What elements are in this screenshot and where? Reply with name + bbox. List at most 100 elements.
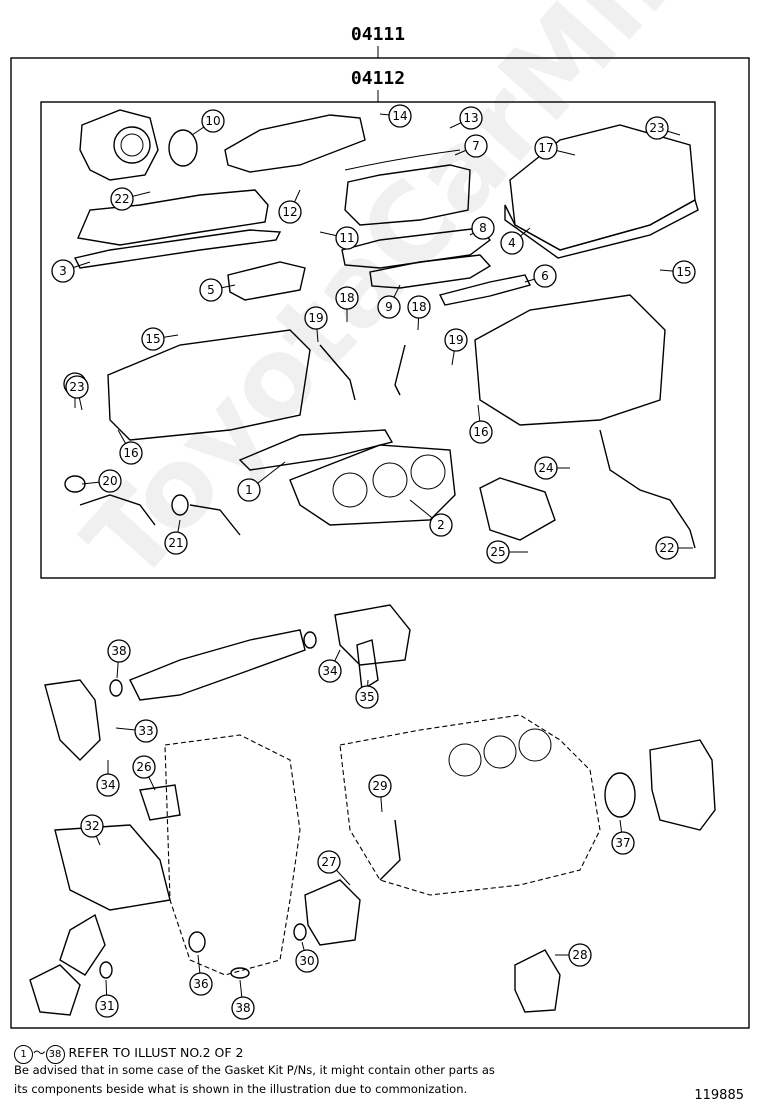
callout-label: 36 xyxy=(193,977,208,991)
callout-10: 10 xyxy=(191,109,225,136)
footer-refer-line: 1～38 REFER TO ILLUST NO.2 OF 2 xyxy=(14,1042,244,1064)
water-inlet-drawing xyxy=(44,679,101,761)
valve-left-drawing xyxy=(319,344,356,401)
callout-label: 35 xyxy=(359,690,374,704)
callout-label: 30 xyxy=(299,954,314,968)
callout-31: 31 xyxy=(95,979,119,1018)
callout-label: 27 xyxy=(321,855,336,869)
oil-pump-drawing xyxy=(304,879,361,946)
callout-17: 17 xyxy=(534,136,576,160)
callout-label: 21 xyxy=(168,536,183,550)
oil-filter-drawing xyxy=(59,913,106,976)
callout-markers: 1234567891011121314151516161718181919202… xyxy=(51,104,696,1020)
callout-label: 23 xyxy=(69,380,84,394)
callout-label: 14 xyxy=(392,109,407,123)
callout-label: 28 xyxy=(572,948,587,962)
callout-14: 14 xyxy=(379,104,412,128)
footer-note-line-2: its components beside what is shown in t… xyxy=(14,1082,468,1096)
callout-label: 16 xyxy=(123,446,138,460)
callout-29: 29 xyxy=(368,774,392,813)
callout-circle xyxy=(295,949,319,973)
callout-circle xyxy=(119,441,143,465)
callout-label: 8 xyxy=(479,221,487,235)
callout-34: 34 xyxy=(318,649,342,683)
head-gasket-1-drawing xyxy=(238,429,394,471)
gasket-20-b-drawing xyxy=(171,494,189,516)
callout-circle xyxy=(534,136,558,160)
kit-number-label: 04111 xyxy=(351,24,405,45)
gasket-37-drawing xyxy=(230,967,250,979)
callout-7: 7 xyxy=(454,134,488,158)
callout-15: 15 xyxy=(141,327,179,351)
callout-circle xyxy=(95,994,119,1018)
throttle-gasket-drawing xyxy=(168,129,198,167)
rear-oil-seal-36-drawing xyxy=(604,772,636,818)
intake-plenum-drawing xyxy=(344,164,471,226)
callout-16: 16 xyxy=(469,404,493,444)
range-separator: ～ xyxy=(33,1045,46,1060)
sub-kit-frame xyxy=(40,101,716,579)
callout-16: 16 xyxy=(117,429,143,465)
callout-label: 34 xyxy=(100,778,115,792)
callout-36: 36 xyxy=(189,954,213,996)
callout-label: 4 xyxy=(508,236,516,250)
block-bore-2-drawing xyxy=(483,735,517,769)
callout-circle xyxy=(107,639,131,663)
oring-30-drawing xyxy=(99,961,113,979)
callout-circle xyxy=(655,536,679,560)
callout-circle xyxy=(231,996,255,1020)
callout-4: 4 xyxy=(500,227,531,255)
callout-label: 32 xyxy=(84,819,99,833)
callout-label: 37 xyxy=(615,836,630,850)
timing-cover-drawing xyxy=(164,734,301,976)
callout-13: 13 xyxy=(449,106,483,130)
illustration-id: 119885 xyxy=(694,1088,744,1103)
callout-label: 31 xyxy=(99,999,114,1013)
callout-19: 19 xyxy=(444,328,468,366)
callout-label: 29 xyxy=(372,779,387,793)
oring-29-drawing xyxy=(293,923,307,941)
callout-label: 22 xyxy=(659,541,674,555)
callout-circle xyxy=(459,106,483,130)
callout-circle xyxy=(110,187,134,211)
callout-33: 33 xyxy=(115,719,158,743)
callout-circle xyxy=(672,260,696,284)
callout-label: 25 xyxy=(490,545,505,559)
callout-circle xyxy=(645,116,669,140)
callout-label: 3 xyxy=(59,264,67,278)
callout-label: 18 xyxy=(411,300,426,314)
valve-right-drawing xyxy=(394,344,406,396)
callout-label: 5 xyxy=(207,283,215,297)
block-bore-1-drawing xyxy=(448,743,482,777)
callout-circle xyxy=(368,774,392,798)
callout-circle xyxy=(278,200,302,224)
callout-circle xyxy=(132,755,156,779)
callout-9: 9 xyxy=(377,284,401,319)
head-gasket-2-drawing xyxy=(289,444,456,526)
callout-circle xyxy=(429,513,453,537)
right-cover-gasket-drawing xyxy=(504,198,699,259)
oil-strainer-drawing xyxy=(514,949,561,1013)
callout-2: 2 xyxy=(409,499,453,537)
oil-pipe-28-drawing xyxy=(379,819,401,881)
callout-circle xyxy=(189,972,213,996)
callout-1: 1 xyxy=(237,461,286,502)
callout-label: 1 xyxy=(245,483,253,497)
oil-filter-bracket-drawing xyxy=(29,964,81,1016)
plenum-gasket-7-drawing xyxy=(344,149,461,171)
callout-24: 24 xyxy=(534,456,570,480)
callout-circle xyxy=(486,540,510,564)
callout-label: 15 xyxy=(145,332,160,346)
callout-circle xyxy=(407,295,431,319)
callout-circle xyxy=(317,850,341,874)
callout-label: 17 xyxy=(538,141,553,155)
callout-label: 6 xyxy=(541,269,549,283)
callout-label: 15 xyxy=(676,265,691,279)
callout-circle xyxy=(65,375,89,399)
range-end-badge: 38 xyxy=(45,1045,65,1064)
callout-label: 34 xyxy=(322,664,337,678)
water-outlet-drawing xyxy=(334,604,411,666)
callout-label: 19 xyxy=(308,311,323,325)
exhaust-pipe-right-drawing xyxy=(189,504,241,536)
callout-22: 22 xyxy=(655,536,693,560)
